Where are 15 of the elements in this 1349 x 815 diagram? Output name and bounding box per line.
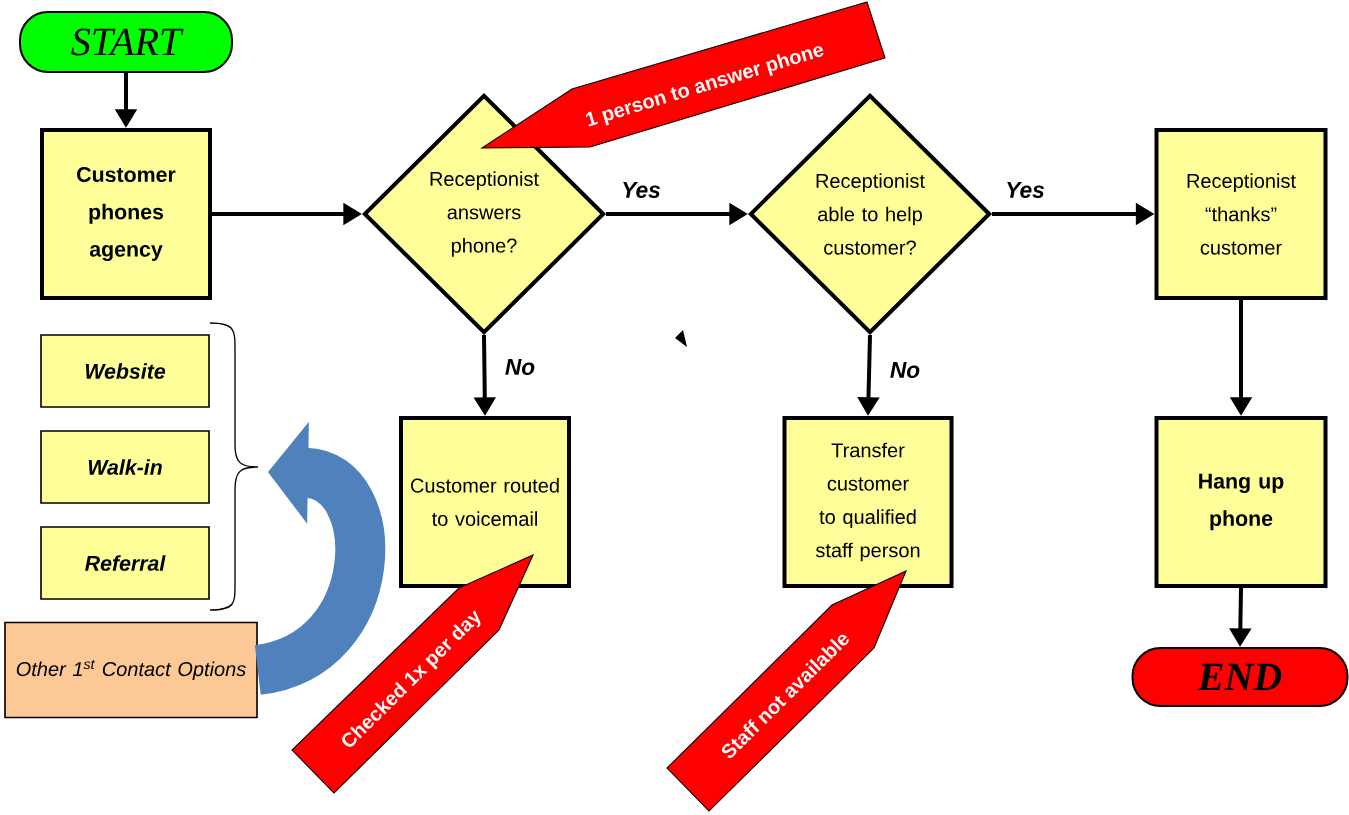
start-terminal: START <box>19 11 233 73</box>
process-box: Hang up phone <box>1154 416 1328 588</box>
option-box: Website <box>40 334 210 408</box>
process-box: Customer phones agency <box>40 128 212 300</box>
option-box: Referral <box>40 526 210 600</box>
process-box: Transfer customer to qualified staff person <box>782 416 954 588</box>
edge-label: Yes <box>619 180 663 200</box>
process-box: Customer routed to voicemail <box>399 416 571 588</box>
option-box: Walk-in <box>40 430 210 504</box>
edge-label: Yes <box>1003 180 1047 200</box>
end-terminal: END <box>1131 647 1349 707</box>
note-box: Other 1$^{st}$ Contact Options <box>4 621 258 719</box>
edge-label: No <box>503 357 537 377</box>
process-box: Receptionist “thanks” customer <box>1154 128 1328 300</box>
edge-label: No <box>888 360 922 380</box>
